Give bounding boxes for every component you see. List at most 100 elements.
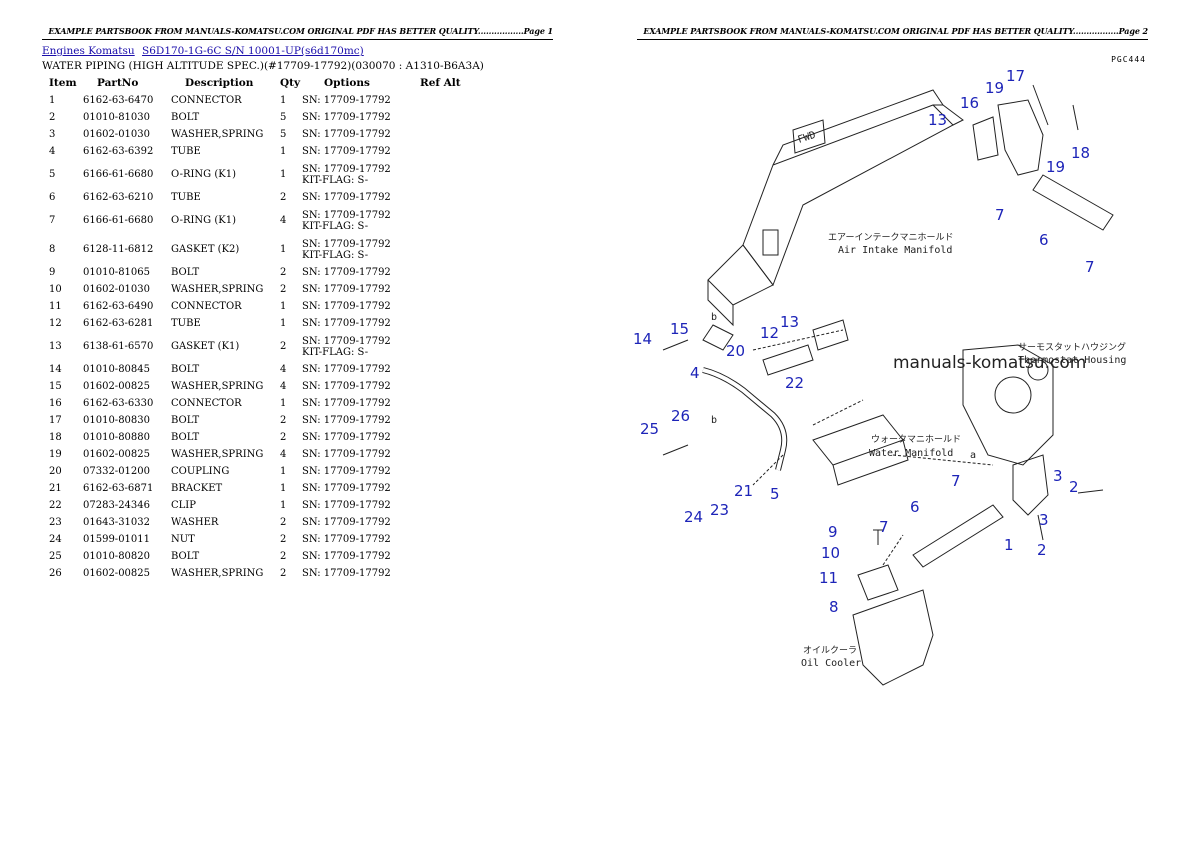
partno-cell: 6138-61-6570: [83, 341, 154, 353]
label-thermostat-en: Thermostat Housing: [1018, 355, 1126, 366]
qty-cell: 1: [280, 169, 287, 181]
breadcrumb: Engines Komatsu S6D170-1G-6C S/N 10001-U…: [42, 45, 368, 57]
partno-cell: 6162-63-6470: [83, 95, 154, 107]
ref-alt-cell: [416, 265, 470, 282]
options-cell: SN: 17709-17792: [302, 282, 416, 299]
description-cell: TUBE: [171, 146, 201, 158]
partno-cell: 07283-24346: [83, 500, 151, 512]
parts-table: Item PartNo Description Qty Options Ref …: [44, 76, 470, 583]
ref-alt-cell: [416, 190, 470, 207]
option-line: SN: 17709-17792: [302, 163, 391, 175]
item-cell: 17: [49, 415, 62, 427]
options-cell: SN: 17709-17792: [302, 498, 416, 515]
options-cell: SN: 17709-17792: [302, 413, 416, 430]
callout-number: 1: [1004, 536, 1014, 554]
callout-number: 10: [821, 544, 840, 562]
ref-alt-cell: [416, 498, 470, 515]
partno-cell: 6162-63-6392: [83, 146, 154, 158]
description-cell: BRACKET: [171, 483, 223, 495]
qty-cell: 2: [280, 415, 287, 427]
options-cell: SN: 17709-17792: [302, 464, 416, 481]
breadcrumb-link-engines[interactable]: Engines Komatsu: [42, 45, 135, 57]
page-header: EXAMPLE PARTSBOOK FROM MANUALS-KOMATSU.C…: [637, 25, 1148, 40]
qty-cell: 2: [280, 284, 287, 296]
item-cell: 3: [49, 129, 56, 141]
description-cell: CONNECTOR: [171, 301, 242, 313]
partno-cell: 01643-31032: [83, 517, 151, 529]
column-header-qty: Qty: [280, 77, 301, 89]
label-water-manifold-jp: ウォータマニホールド: [871, 434, 961, 445]
description-cell: NUT: [171, 534, 195, 546]
label-thermostat-jp: サーモスタットハウジング: [1018, 341, 1126, 353]
description-cell: COUPLING: [171, 466, 230, 478]
partno-cell: 01010-80830: [83, 415, 151, 427]
item-cell: 20: [49, 466, 62, 478]
column-header-description: Description: [185, 77, 254, 89]
item-cell: 22: [49, 500, 62, 512]
ref-alt-cell: [416, 379, 470, 396]
callout-number: 3: [1039, 511, 1049, 529]
qty-cell: 4: [280, 381, 287, 393]
partno-cell: 6162-63-6210: [83, 192, 154, 204]
item-cell: 6: [49, 192, 56, 204]
partno-cell: 6162-63-6330: [83, 398, 154, 410]
ref-alt-cell: [416, 110, 470, 127]
page-header: EXAMPLE PARTSBOOK FROM MANUALS-KOMATSU.C…: [42, 25, 553, 40]
option-line: SN: 17709-17792: [302, 517, 391, 529]
ref-alt-cell: [416, 161, 470, 190]
callout-number: 2: [1037, 541, 1047, 559]
options-cell: SN: 17709-17792: [302, 316, 416, 333]
option-line: SN: 17709-17792: [302, 209, 391, 221]
item-cell: 21: [49, 483, 62, 495]
column-header-options: Options: [324, 77, 370, 89]
breadcrumb-link-model[interactable]: S6D170-1G-6C S/N 10001-UP(s6d170mc): [142, 45, 364, 57]
mark-b-upper: b: [711, 312, 717, 323]
qty-cell: 5: [280, 112, 287, 124]
item-cell: 11: [49, 301, 62, 313]
callout-number: 18: [1071, 144, 1090, 162]
callout-number: 4: [690, 364, 700, 382]
options-cell: SN: 17709-17792: [302, 532, 416, 549]
options-cell: SN: 17709-17792: [302, 549, 416, 566]
option-line: SN: 17709-17792: [302, 364, 391, 376]
description-cell: TUBE: [171, 318, 201, 330]
ref-alt-cell: [416, 515, 470, 532]
item-cell: 4: [49, 146, 56, 158]
oil-cooler-shape: [852, 589, 934, 686]
description-cell: BOLT: [171, 364, 200, 376]
option-line: SN: 17709-17792: [302, 398, 391, 410]
qty-cell: 2: [280, 517, 287, 529]
header-text: EXAMPLE PARTSBOOK FROM MANUALS-KOMATSU.C…: [48, 26, 553, 36]
column-header-partno: PartNo: [97, 77, 139, 89]
option-line: SN: 17709-17792: [302, 415, 391, 427]
option-line: SN: 17709-17792: [302, 192, 391, 204]
ref-alt-cell: [416, 316, 470, 333]
partno-cell: 07332-01200: [83, 466, 151, 478]
air-intake-manifold-shape: [742, 104, 954, 287]
option-line: SN: 17709-17792: [302, 551, 391, 563]
ref-alt-cell: [416, 549, 470, 566]
column-header-item: Item: [49, 77, 77, 89]
qty-cell: 1: [280, 301, 287, 313]
callout-number: 19: [985, 79, 1004, 97]
callout-number: 9: [828, 523, 838, 541]
qty-cell: 4: [280, 215, 287, 227]
callout-number: 17: [1006, 67, 1025, 85]
item-cell: 7: [49, 215, 56, 227]
options-cell: SN: 17709-17792: [302, 127, 416, 144]
item-cell: 26: [49, 568, 62, 580]
callout-number: 13: [780, 313, 799, 331]
callout-number: 3: [1053, 467, 1063, 485]
partno-cell: 01010-81065: [83, 267, 151, 279]
option-line: SN: 17709-17792: [302, 146, 391, 158]
option-line: SN: 17709-17792: [302, 238, 391, 250]
description-cell: WASHER,SPRING: [171, 449, 264, 461]
